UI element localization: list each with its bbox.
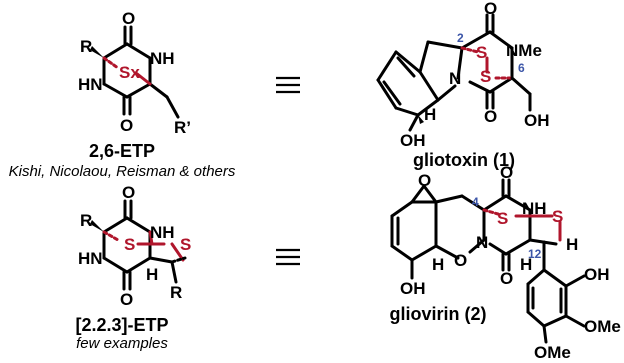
etp223-o2-label: O — [120, 290, 133, 309]
gliovirin-o3-label: O — [454, 251, 467, 270]
gliovirin-h3-label: H — [566, 235, 578, 254]
etp223-o1-label: O — [122, 183, 135, 202]
gliotoxin-c2-locant: 2 — [457, 31, 464, 45]
etp223-hn-label: HN — [78, 249, 103, 268]
etp26-r1-label: R — [80, 37, 92, 56]
etp223-r1-label: R — [80, 211, 92, 230]
gliovirin-ome1-label: OMe — [584, 317, 621, 336]
gliovirin-oh1-label: OH — [400, 279, 426, 298]
etp223-note: few examples — [76, 335, 168, 352]
gliotoxin-structure — [376, 13, 532, 132]
gliotoxin-h-label: H — [424, 105, 436, 124]
gliovirin-o1-label: O — [500, 163, 513, 182]
etp26-nh-label: NH — [150, 49, 175, 68]
etp223-name: [2.2.3]-ETP — [75, 315, 168, 335]
equivalence-sign-top — [276, 76, 300, 94]
etp26-credits: Kishi, Nicolaou, Reisman & others — [9, 163, 236, 180]
gliovirin-c4-locant: 4 — [472, 195, 479, 209]
etp26-o1-label: O — [122, 9, 135, 28]
etp-26-structure — [90, 25, 180, 119]
etp26-r2-label: R’ — [174, 118, 191, 137]
gliovirin-nh-label: NH — [522, 199, 547, 218]
gliovirin-n-label: N — [476, 233, 488, 252]
gliotoxin-n-label: N — [449, 69, 461, 88]
gliotoxin-c6-locant: 6 — [518, 61, 525, 75]
gliotoxin-oh2-label: OH — [524, 111, 550, 130]
gliotoxin-o1-label: O — [484, 0, 497, 18]
gliotoxin-s1-label: S — [476, 43, 487, 62]
gliovirin-structure — [390, 178, 586, 344]
etp223-nh-label: NH — [150, 223, 175, 242]
gliovirin-s1-label: S — [497, 209, 508, 228]
etp223-s1-label: S — [124, 235, 135, 254]
gliotoxin-o2-label: O — [484, 107, 497, 126]
etp223-r2-label: R — [170, 283, 182, 302]
gliotoxin-s2-label: S — [480, 67, 491, 86]
etp26-o2-label: O — [120, 116, 133, 135]
etp-223-structure — [90, 199, 187, 291]
etp223-s2-label: S — [180, 235, 191, 254]
gliovirin-c12-locant: 12 — [528, 247, 542, 261]
gliotoxin-name: gliotoxin (1) — [413, 150, 515, 170]
equivalence-sign-bottom — [276, 248, 300, 266]
gliovirin-s2-label: S — [552, 207, 563, 226]
gliovirin-name: gliovirin (2) — [389, 304, 486, 324]
etp26-name: 2,6-ETP — [89, 141, 155, 161]
gliovirin-h1-label: H — [432, 255, 444, 274]
gliovirin-ome2-label: OMe — [534, 343, 571, 362]
etp26-sx-label: Sx — [119, 63, 140, 82]
etp26-hn-label: HN — [78, 75, 103, 94]
gliovirin-h2-label: H — [520, 255, 532, 274]
gliovirin-oh2-label: OH — [584, 265, 610, 284]
gliovirin-o2-label: O — [500, 269, 513, 288]
etp223-h-label: H — [146, 265, 158, 284]
gliovirin-epoxide-o-label: O — [418, 171, 431, 190]
gliotoxin-oh1-label: OH — [400, 131, 426, 150]
gliotoxin-nme-label: NMe — [506, 41, 542, 60]
